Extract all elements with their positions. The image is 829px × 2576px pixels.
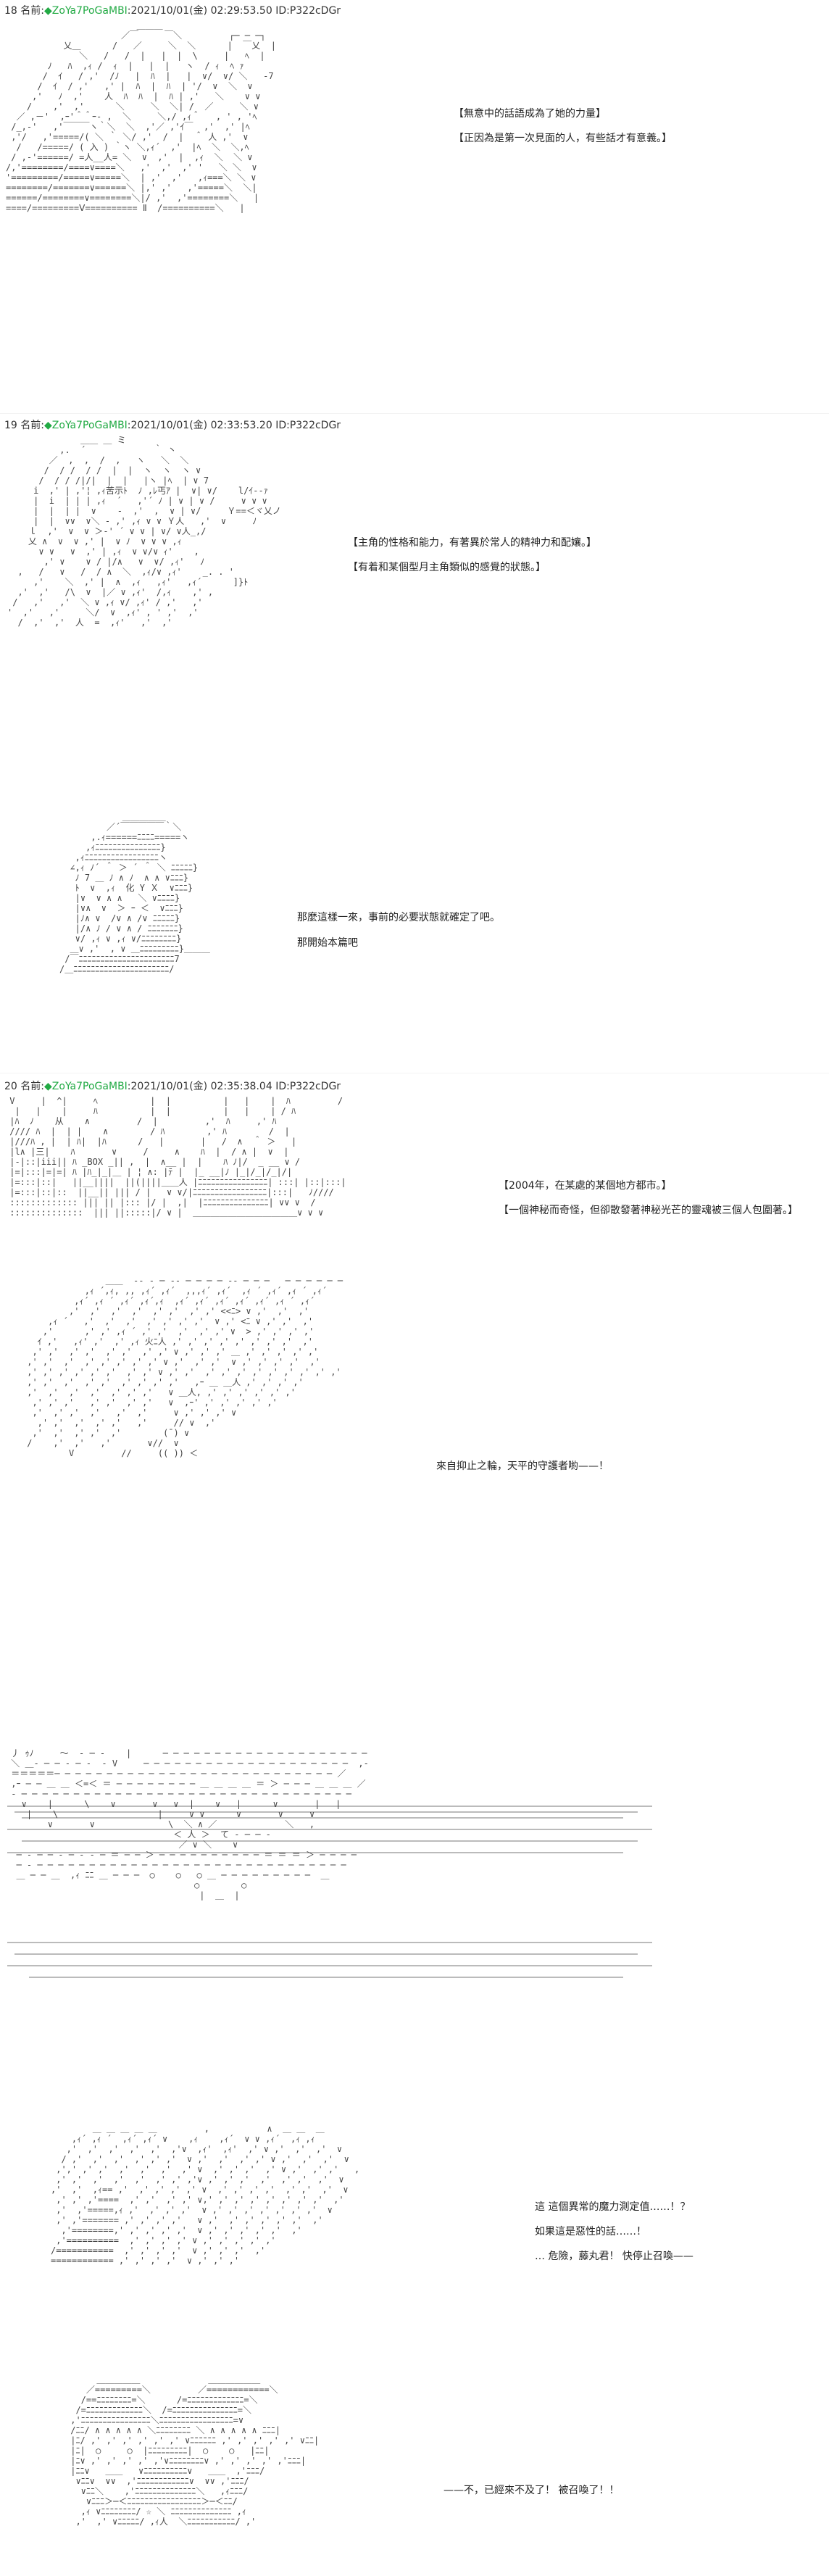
speed-lines xyxy=(7,1806,652,1978)
trip-star-icon: ◆ xyxy=(44,420,52,431)
dialogue-line: … 危險，藤丸君！ 快停止召喚—— xyxy=(535,2251,693,2262)
ascii-art-girl-portrait: ＿＿ ＿ ミ ,. ´ ｀ 丶 ／ , , / , ヽ ＼ ＼ / / / / … xyxy=(7,435,281,628)
dialogue-line: 【有着和某個型月主角類似的感覺的狀態。】 xyxy=(348,562,546,573)
post-name-label: 名前: xyxy=(20,420,44,431)
ascii-art-city-skyline: V | ^| ﾍ | | | | | ﾊ / | | | ﾊ | | | | |… xyxy=(9,1096,346,1218)
dialogue-line: 那開始本篇吧 xyxy=(297,937,358,949)
trip-star-icon: ◆ xyxy=(44,5,52,17)
ascii-art-girl-sitting: ＿＿＿ ／￣ ￣＼ ┌─ ─ ─┐ 乂＿ / ／ ＼ ＼ | ￣乂 | ＼ / … xyxy=(6,20,276,213)
dialogue-line: 如果這是惡性的話……！ xyxy=(535,2226,646,2238)
post-number: 19 xyxy=(4,420,17,431)
post-id[interactable]: ID:P322cDGr xyxy=(275,1081,341,1092)
dialogue-line: ——不，已經來不及了！ 被召喚了！！ xyxy=(443,2485,620,2496)
post-number: 20 xyxy=(4,1081,17,1092)
magic-circle-sketch xyxy=(7,1806,652,1978)
post-header: 20 名前:◆ZoYa7PoGaMBI:2021/10/01(金) 02:35:… xyxy=(4,1079,341,1093)
dialogue-line: 【正因為是第一次見面的人，有些話才有意義。】 xyxy=(454,133,672,144)
post-trip[interactable]: ZoYa7PoGaMBI xyxy=(51,1081,128,1092)
trip-star-icon: ◆ xyxy=(44,1081,52,1092)
ascii-art-startled-girl: ＿＿＿＿＿ ＿＿＿＿＿＿ ／=========＼ ／============＼ … xyxy=(70,2375,320,2527)
post-trip[interactable]: ZoYa7PoGaMBI xyxy=(51,420,128,431)
dialogue-line: 【主角的性格和能力，有著異於常人的精神力和配孃。】 xyxy=(348,537,596,549)
post-trip[interactable]: ZoYa7PoGaMBI xyxy=(51,5,128,17)
ascii-art-summoning-circle: 丿 ｩﾉ ～ ‐ ─ ‐ | ─ ─ ─ ─ ─ ─ ─ ─ ─ ─ ─ ─ ─… xyxy=(11,1748,369,1900)
ascii-art-archer-drawing: ＿＿ -- ‐ ─ ‐‐ ─ ─ ─ ─ ‐‐ ─ ─ ─ ─ ─ ─ ─ ─ … xyxy=(27,1276,343,1458)
post-header: 19 名前:◆ZoYa7PoGaMBI:2021/10/01(金) 02:33:… xyxy=(4,417,341,432)
dialogue-line: 【一個神秘而奇怪，但卻散發著神秘光芒的靈魂被三個人包圍著。】 xyxy=(499,1205,798,1216)
post-datetime: :2021/10/01(金) 02:35:38.04 xyxy=(127,1081,272,1092)
post-datetime: :2021/10/01(金) 02:29:53.50 xyxy=(127,5,272,17)
post-id[interactable]: ID:P322cDGr xyxy=(275,5,341,17)
dialogue-line: 來自抑止之輪，天平的守護者喲——！ xyxy=(436,1461,609,1472)
post-name-label: 名前: xyxy=(20,1081,44,1092)
dialogue-line: 【2004年，在某處的某個地方都市。】 xyxy=(499,1180,672,1192)
post-id[interactable]: ID:P322cDGr xyxy=(275,420,341,431)
post-header: 18 名前:◆ZoYa7PoGaMBI:2021/10/01(金) 02:29:… xyxy=(4,3,341,17)
post-name-label: 名前: xyxy=(20,5,44,17)
post-divider xyxy=(0,413,829,414)
dialogue-line: 這 這個異常的魔力測定值……！？ xyxy=(535,2201,691,2213)
dialogue-line: 【無意中的話語成為了她的力量】 xyxy=(454,108,606,120)
ascii-art-girl-hat: ＿＿＿＿＿ ／´￣￣￣￣￣｀＼ ,.ｨ======ﾆﾆﾆﾆ=====ヽ ,ｨﾆﾆ… xyxy=(59,812,210,974)
post-number: 18 xyxy=(4,5,17,17)
post-datetime: :2021/10/01(金) 02:33:53.20 xyxy=(127,420,272,431)
ascii-art-shocked-boy: ＿ ＿ ＿ ＿ ＿ , ∧ ＿ ＿ ＿ ,ｨ´ ,ｨ ´ ,ｨ´ ,ｨ´ ∨ ,… xyxy=(51,2124,360,2266)
dialogue-line: 那麼這樣一來，事前的必要狀態就確定了吧。 xyxy=(297,912,500,923)
